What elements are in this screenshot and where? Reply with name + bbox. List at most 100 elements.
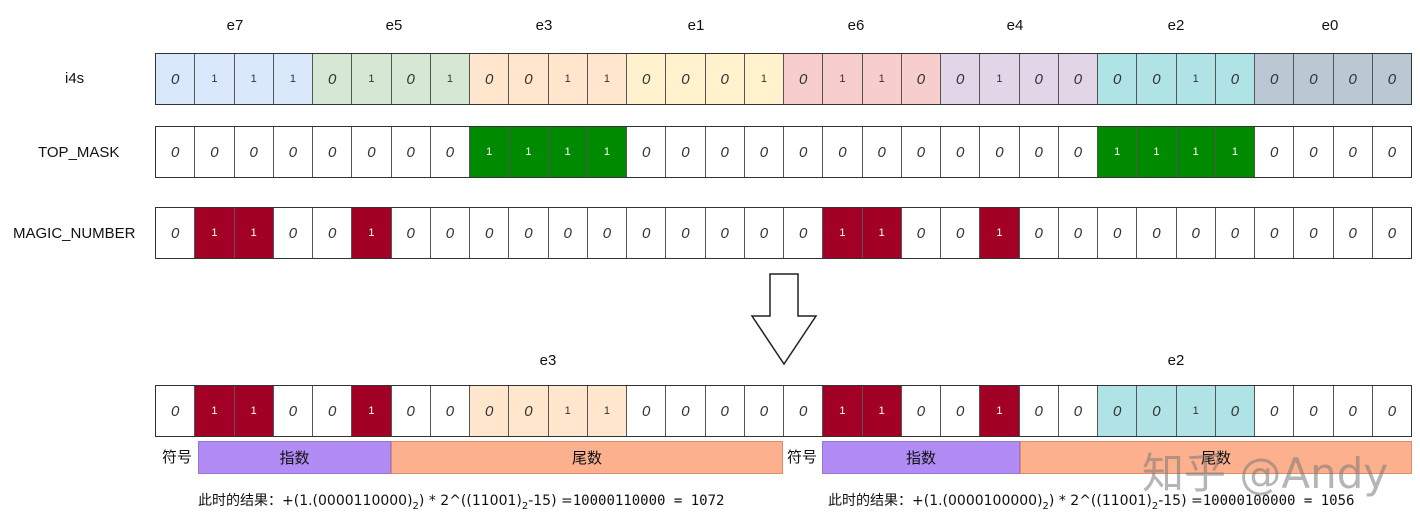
bitrow-magic-number-bit: 0 (313, 208, 353, 258)
bitrow-result-bit: 1 (862, 386, 902, 436)
bitrow-i4s-bit: 0 (1215, 54, 1255, 104)
bitrow-result-bit: 1 (1176, 386, 1216, 436)
bitrow-magic-number-bit: 1 (195, 208, 235, 258)
formula-right-sub1: 2 (1042, 500, 1049, 512)
result-label-e2: e2 (1167, 352, 1185, 369)
bitrow-magic-number-bit: 0 (548, 208, 588, 258)
bitrow-top-mask-bit: 1 (1176, 127, 1216, 177)
bitrow-magic-number-bit: 0 (587, 208, 627, 258)
formula-left: 此时的结果：+(1.(0000110000)2) * 2^((11001)2-1… (198, 490, 724, 512)
bitrow-i4s-bit: 1 (587, 54, 627, 104)
bitrow-magic-number-bit: 0 (941, 208, 981, 258)
bitrow-i4s-bit: 1 (980, 54, 1020, 104)
bitrow-top-mask-bit: 1 (470, 127, 510, 177)
bitrow-i4s-bit: 0 (391, 54, 431, 104)
bitrow-top-mask-bit: 1 (1215, 127, 1255, 177)
bitrow-magic-number-bit: 1 (234, 208, 274, 258)
bitrow-i4s-bit: 1 (352, 54, 392, 104)
exponent-band-left: 指数 (198, 441, 391, 474)
sign-label-left: 符号 (162, 448, 193, 466)
bitrow-magic-number-bit: 0 (156, 208, 196, 258)
down-arrow-icon (750, 273, 818, 366)
bitrow-i4s-bit: 1 (430, 54, 470, 104)
bitrow-result-bit: 0 (744, 386, 784, 436)
bitrow-result-bit: 1 (980, 386, 1020, 436)
bitrow-result-bit: 1 (587, 386, 627, 436)
bitrow-result-bit: 0 (509, 386, 549, 436)
bitrow-i4s-bit: 0 (1019, 54, 1059, 104)
bitrow-i4s-bit: 0 (627, 54, 667, 104)
group-label-e7: e7 (226, 17, 244, 34)
bitrow-result-bit: 0 (784, 386, 824, 436)
bitrow-magic-number-bit: 0 (1294, 208, 1334, 258)
bitrow-top-mask-bit: 0 (901, 127, 941, 177)
bitrow-magic-number-bit: 0 (1019, 208, 1059, 258)
bitrow-magic-number-bit: 0 (1215, 208, 1255, 258)
bitrow-magic-number-bit: 0 (1333, 208, 1373, 258)
formula-left-mid: ) * 2^((11001) (418, 493, 522, 509)
bitrow-top-mask-bit: 0 (666, 127, 706, 177)
bitrow-i4s-bit: 1 (195, 54, 235, 104)
formula-left-sub1: 2 (412, 500, 419, 512)
bitrow-i4s-bit: 0 (1098, 54, 1138, 104)
bitrow-i4s-bit: 0 (1255, 54, 1295, 104)
bitrow-i4s-bit: 0 (1333, 54, 1373, 104)
bitrow-result-bit: 0 (1372, 386, 1411, 436)
bitrow-magic-number-bit: 1 (823, 208, 863, 258)
row-label-magic-number: MAGIC_NUMBER (13, 225, 136, 242)
bitrow-i4s-bit: 1 (234, 54, 274, 104)
sign-label-right: 符号 (787, 448, 818, 466)
bitrow-top-mask-bit: 0 (195, 127, 235, 177)
bitrow-result-bit: 0 (1215, 386, 1255, 436)
group-label-e0: e0 (1321, 17, 1339, 34)
bitrow-result-bit: 1 (234, 386, 274, 436)
bitrow-result-bit: 1 (195, 386, 235, 436)
formula-right-mid: ) * 2^((11001) (1048, 493, 1152, 509)
bitrow-result-bit: 0 (1019, 386, 1059, 436)
bitrow-top-mask-bit: 0 (784, 127, 824, 177)
bitrow-top-mask-bit: 0 (156, 127, 196, 177)
bitrow-result-bit: 0 (705, 386, 745, 436)
bitrow-result-bit: 0 (313, 386, 353, 436)
bitrow-top-mask-bit: 0 (744, 127, 784, 177)
formula-right-result: 10000100000 = 1056 (1202, 493, 1355, 509)
bitrow-i4s-bit: 0 (1294, 54, 1334, 104)
formula-right: 此时的结果：+(1.(0000100000)2) * 2^((11001)2-1… (828, 490, 1354, 512)
bitrow-i4s-bit: 0 (666, 54, 706, 104)
watermark: 知乎 @Andy (1142, 449, 1389, 498)
bitrow-result-bit: 0 (1058, 386, 1098, 436)
exponent-label-left: 指数 (279, 449, 310, 467)
bitrow-top-mask-bit: 0 (1372, 127, 1411, 177)
group-label-e5: e5 (385, 17, 403, 34)
bitrow-magic-number-bit: 0 (1372, 208, 1411, 258)
bitrow-top-mask-bit: 0 (273, 127, 313, 177)
bitrow-i4s-bit: 1 (823, 54, 863, 104)
bitrow-magic-number-bit: 0 (1098, 208, 1138, 258)
bitrow-magic-number-bit: 1 (352, 208, 392, 258)
bitrow-magic-number-bit: 0 (1176, 208, 1216, 258)
bitrow-top-mask-bit: 0 (1058, 127, 1098, 177)
bitrow-top-mask-bit: 0 (1019, 127, 1059, 177)
bitrow-top-mask-bit: 0 (1294, 127, 1334, 177)
bitrow-magic-number-bit: 0 (705, 208, 745, 258)
bitrow-top-mask-bit: 1 (1098, 127, 1138, 177)
bitrow-result-bit: 0 (1137, 386, 1177, 436)
bitrow-magic-number-bit: 0 (1137, 208, 1177, 258)
formula-left-end: -15) = (528, 493, 573, 509)
bitrow-magic-number-bit: 0 (509, 208, 549, 258)
bitrow-i4s-bit: 1 (744, 54, 784, 104)
bitrow-i4s-bit: 0 (941, 54, 981, 104)
bitrow-top-mask-bit: 1 (1137, 127, 1177, 177)
formula-right-sub2: 2 (1151, 500, 1159, 512)
bitrow-result-bit: 0 (391, 386, 431, 436)
bitrow-magic-number-bit: 0 (391, 208, 431, 258)
formula-left-result: 10000110000 = 1072 (572, 493, 725, 509)
bitrow-i4s-bit: 0 (901, 54, 941, 104)
bitrow-result-bit: 0 (1255, 386, 1295, 436)
mantissa-label-right: 尾数 (1200, 449, 1231, 467)
bitrow-top-mask-bit: 0 (705, 127, 745, 177)
bitrow-top-mask-bit: 0 (352, 127, 392, 177)
